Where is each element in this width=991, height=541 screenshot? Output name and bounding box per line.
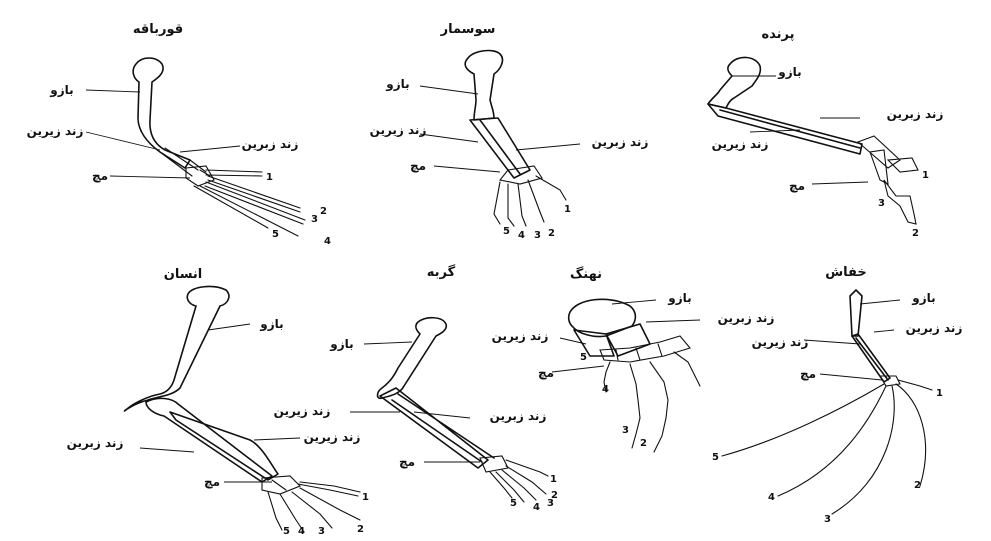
cat-radius-label: زند زبرین: [490, 409, 547, 423]
frog-title: قورباقه: [133, 22, 183, 37]
bird-radius-label: زند زبرین: [887, 107, 944, 121]
bat-radius-label: زند زبرین: [906, 321, 963, 335]
cat-digits: [490, 460, 548, 502]
frog-digit-2: 2: [320, 206, 327, 217]
bird-title: پرنده: [761, 27, 794, 42]
whale-title: نهنگ: [570, 266, 602, 282]
bat-humerus: [850, 290, 862, 336]
bird-digit-1: 1: [922, 170, 929, 181]
frog-radius-label: زند زبرین: [242, 137, 299, 151]
bird-digit-2: 2: [912, 228, 919, 239]
lizard-title: سوسمار: [440, 22, 496, 37]
cat-humerus-label: بازو: [329, 337, 353, 352]
human-radius-label: زند زبرین: [67, 436, 124, 450]
human-humerus-label: بازو: [259, 317, 283, 332]
bat-title: خفاش: [825, 265, 867, 280]
frog-digit-4: 4: [324, 236, 331, 247]
bat-radioulna: [852, 334, 890, 382]
bat-digits: [722, 380, 932, 514]
cat-digit-5: 5: [510, 498, 517, 509]
lizard-ulna-label: زند زیرین: [370, 123, 427, 137]
panel-frog: قورباقه بازو زند زیرین زند زبرین مچ 1 2 …: [27, 22, 331, 247]
frog-radioulna: [160, 148, 206, 176]
lizard-digits: [494, 176, 566, 226]
bird-ulna-label: زند زیرین: [712, 137, 769, 151]
whale-ulna-label: زند زیرین: [492, 329, 549, 343]
whale-humerus-label: بازو: [667, 291, 691, 306]
bat-digit-5: 5: [712, 452, 719, 463]
bird-digit-3: 3: [878, 198, 885, 209]
whale-digit-5: 5: [580, 352, 587, 363]
bat-digit-1: 1: [936, 388, 943, 399]
panel-bat: خفاش بازو زند زبرین زند زیرین مچ 1 2 3 4…: [712, 265, 962, 525]
panel-bird: پرنده بازو زند زیرین زند زبرین مچ 1 2 3: [708, 27, 943, 239]
human-humerus: [124, 287, 228, 411]
human-ulna: [170, 412, 278, 480]
human-digit-5: 5: [283, 526, 290, 536]
human-digits: [268, 482, 360, 532]
whale-digit-2: 2: [640, 438, 647, 449]
cat-radioulna: [380, 388, 494, 468]
human-wrist-label: مچ: [204, 475, 220, 489]
human-digit-4: 4: [298, 526, 305, 536]
lizard-digit-2: 2: [548, 228, 555, 239]
frog-ulna-label: زند زیرین: [27, 124, 84, 138]
bird-wrist-label: مچ: [789, 179, 805, 193]
lizard-digit-5: 5: [503, 226, 510, 237]
human-digit-1: 1: [362, 492, 369, 503]
bat-humerus-label: بازو: [911, 291, 935, 306]
whale-digit-4: 4: [602, 384, 609, 395]
whale-digits: [604, 352, 700, 452]
lizard-radius-label: زند زبرین: [592, 135, 649, 149]
cat-digit-3: 3: [547, 498, 554, 509]
lizard-digit-3: 3: [534, 230, 541, 241]
cat-ulna-label: زند زیرین: [274, 404, 331, 418]
frog-digit-5: 5: [272, 229, 279, 240]
panel-human: انسان بازو زند زیرین زند زبرین مچ 1 2 3 …: [67, 267, 369, 536]
bird-humerus: [708, 57, 760, 108]
whale-digit-3: 3: [622, 425, 629, 436]
bird-hand: [858, 136, 918, 224]
lizard-humerus-label: بازو: [385, 77, 409, 92]
bat-digit-4: 4: [768, 492, 775, 503]
human-digit-2: 2: [357, 524, 364, 535]
lizard-wrist-label: مچ: [410, 159, 426, 173]
bat-ulna-label: زند زیرین: [752, 335, 809, 349]
cat-title: گربه: [427, 264, 456, 280]
frog-digit-1: 1: [266, 172, 273, 183]
lizard-humerus: [465, 51, 502, 120]
lizard-radioulna: [470, 118, 530, 178]
human-digit-3: 3: [318, 526, 325, 536]
lizard-digit-1: 1: [564, 204, 571, 215]
bird-humerus-label: بازو: [777, 65, 801, 80]
frog-wrist-label: مچ: [92, 169, 108, 183]
panel-cat: گربه بازو زند زیرین زند زبرین مچ 1 2 3 4…: [274, 264, 558, 513]
cat-humerus: [378, 318, 447, 399]
panel-whale: نهنگ بازو زند زبرین زند زیرین مچ 2 3 4 5: [492, 266, 775, 452]
whale-wrist-label: مچ: [538, 366, 554, 380]
panel-lizard: سوسمار بازو زند زیرین زند زبرین مچ 1 2 3…: [370, 22, 649, 241]
lizard-digit-4: 4: [518, 230, 525, 241]
bat-digit-2: 2: [914, 480, 921, 491]
cat-wrist-label: مچ: [399, 455, 415, 469]
human-title: انسان: [164, 267, 203, 282]
whale-carpals: [600, 336, 690, 362]
bat-digit-3: 3: [824, 514, 831, 525]
frog-digit-3: 3: [311, 214, 318, 225]
bat-wrist-label: مچ: [800, 367, 816, 381]
frog-digits: [194, 170, 305, 236]
cat-digit-4: 4: [533, 502, 540, 513]
frog-humerus-label: بازو: [49, 83, 73, 98]
human-ulna-label: زند زیرین: [304, 430, 361, 444]
whale-radius-label: زند زبرین: [718, 311, 775, 325]
cat-digit-1: 1: [550, 474, 557, 485]
